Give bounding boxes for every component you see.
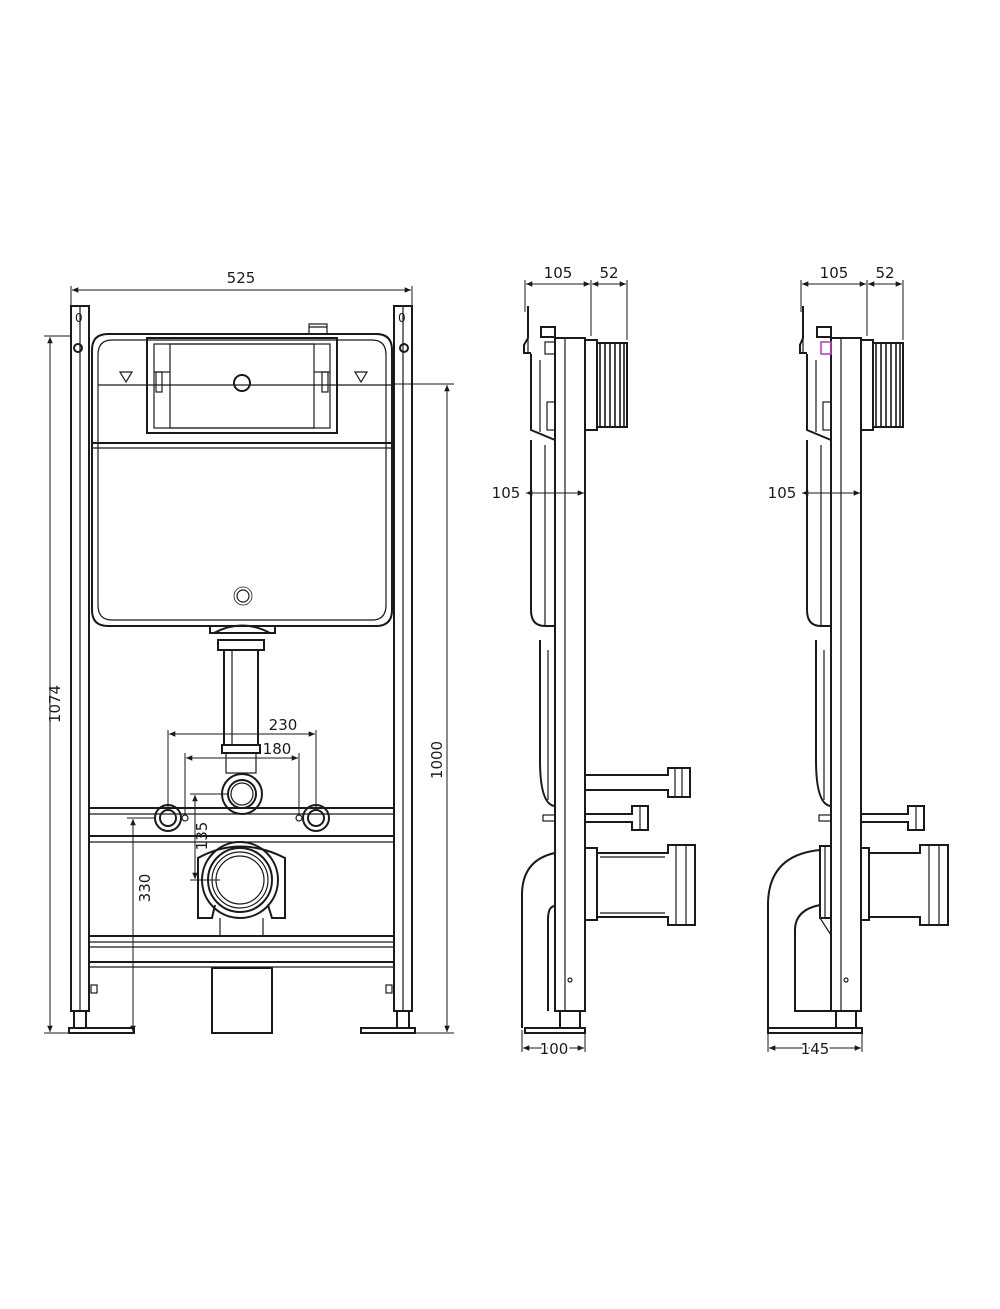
dim-height-1074: 1074 <box>44 335 72 1034</box>
dim-height-330: 330 <box>127 817 155 1034</box>
dim-side-a-top: 105 52 <box>524 264 628 340</box>
waste-outlet <box>197 841 286 1034</box>
label-side-a-bottom-depth: 100 <box>540 1040 569 1058</box>
label-inlet-offset: 135 <box>193 822 211 851</box>
label-side-b-top-ext: 52 <box>875 264 894 282</box>
cistern <box>91 323 393 627</box>
side-view-a: 105 52 105 100 <box>492 264 696 1060</box>
label-side-a-mid-depth: 105 <box>492 484 521 502</box>
label-side-a-top-ext: 52 <box>599 264 618 282</box>
label-height-total: 1074 <box>46 685 64 723</box>
label-outlet-height: 330 <box>136 874 154 903</box>
dim-side-b-mid: 105 <box>768 484 860 502</box>
label-spacing-inner: 180 <box>263 740 292 758</box>
label-width: 525 <box>227 269 256 287</box>
dim-side-b-top: 105 52 <box>800 264 904 340</box>
label-spacing-outer: 230 <box>269 716 298 734</box>
dim-offset-135: 135 <box>190 793 228 881</box>
downpipe <box>209 624 276 774</box>
dim-spacing-230: 230 <box>167 716 317 808</box>
frame-feet <box>68 984 416 1034</box>
svg-text:0: 0 <box>75 311 83 325</box>
label-side-a-top-depth: 105 <box>544 264 573 282</box>
label-side-b-top-depth: 105 <box>820 264 849 282</box>
frame-uprights: 0 0 <box>70 305 413 1012</box>
highlight-marker <box>820 341 832 355</box>
dim-spacing-180: 180 <box>184 740 300 815</box>
dim-height-1000: 1000 <box>392 383 454 1034</box>
svg-text:0: 0 <box>398 311 406 325</box>
dim-width-525: 525 <box>70 269 413 312</box>
label-side-b-bottom-depth: 145 <box>801 1040 830 1058</box>
front-view: 0 0 <box>44 269 454 1034</box>
side-view-b: 105 52 105 145 <box>767 264 949 1060</box>
dim-side-a-mid: 105 <box>492 484 584 502</box>
dim-side-a-bottom: 100 <box>521 1030 586 1060</box>
ribbed-connector-b <box>875 343 901 427</box>
label-height-frame: 1000 <box>428 741 446 779</box>
dim-side-b-bottom: 145 <box>767 1030 863 1060</box>
label-side-b-mid-depth: 105 <box>768 484 797 502</box>
cross-bars <box>89 807 394 968</box>
ribbed-connector-a <box>599 343 625 427</box>
